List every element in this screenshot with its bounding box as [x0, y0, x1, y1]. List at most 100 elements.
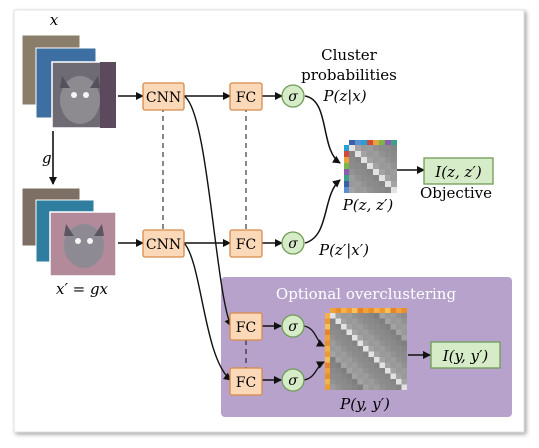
joint-matrix-z-cell	[385, 145, 391, 151]
joint-matrix-y-cell	[363, 362, 369, 368]
joint-matrix-y-cell	[330, 357, 336, 363]
joint-matrix-z-cell	[379, 187, 385, 193]
joint-matrix-y-top-strip-cell	[368, 308, 374, 313]
joint-matrix-y-cell	[379, 340, 385, 346]
label-p-z-x: P(z|x)	[322, 87, 366, 105]
joint-matrix-y-cell	[346, 324, 352, 330]
joint-matrix-y-cell	[390, 340, 396, 346]
joint-matrix-y-cell	[346, 335, 352, 341]
joint-matrix-y-cell	[346, 384, 352, 390]
joint-matrix-y-cell	[401, 384, 407, 390]
joint-matrix-y-left-strip-cell	[325, 368, 330, 374]
joint-matrix-y-cell	[352, 318, 358, 324]
joint-matrix-y-cell	[335, 373, 341, 379]
joint-matrix-y-cell	[335, 368, 341, 374]
cnn-block-bottom: CNN	[142, 229, 185, 258]
joint-matrix-y-left-strip-cell	[325, 357, 330, 363]
joint-matrix-z-cell	[361, 169, 367, 175]
joint-matrix-z-cell	[355, 175, 361, 181]
joint-matrix-y-cell	[363, 313, 369, 319]
joint-matrix-y-cell	[341, 384, 347, 390]
joint-matrix-y-top-strip-cell	[385, 308, 391, 313]
joint-matrix-y-cell	[368, 313, 374, 319]
joint-matrix-y-cell	[335, 351, 341, 357]
joint-matrix-y-cell	[330, 329, 336, 335]
joint-matrix-z-cell	[367, 163, 373, 169]
joint-matrix-z-left-strip-cell	[344, 175, 349, 181]
joint-matrix-y-cell	[385, 362, 391, 368]
arrow-cnn-bottom-to-overcluster-fc	[183, 242, 232, 381]
joint-matrix-y-cell	[385, 346, 391, 352]
joint-matrix-y-cell	[357, 340, 363, 346]
joint-matrix-y-cell	[368, 379, 374, 385]
joint-matrix-y-cell	[396, 324, 402, 330]
joint-matrix-y-cell	[357, 324, 363, 330]
joint-matrix-y-cell	[363, 373, 369, 379]
joint-matrix-y-cell	[335, 329, 341, 335]
joint-matrix-z-cell	[349, 169, 355, 175]
joint-matrix-z-cell	[349, 163, 355, 169]
arrow-osigma-bottom-to-matrix	[303, 361, 325, 381]
joint-matrix-z-cell	[385, 175, 391, 181]
joint-matrix-z-cell	[349, 151, 355, 157]
joint-matrix-z-top-strip-cell	[379, 140, 385, 145]
label-p-zp-xp: P(z′|x′)	[318, 241, 369, 259]
joint-matrix-z-cell	[361, 187, 367, 193]
joint-matrix-z-cell	[349, 157, 355, 163]
joint-matrix-y-cell	[368, 340, 374, 346]
svg-text:σ: σ	[288, 373, 298, 389]
joint-matrix-y-cell	[368, 368, 374, 374]
joint-matrix-y-cell	[346, 351, 352, 357]
svg-text:FC: FC	[236, 375, 256, 391]
joint-matrix-y-left-strip-cell	[325, 362, 330, 368]
joint-matrix-y-cell	[401, 362, 407, 368]
joint-matrix-y-cell	[352, 368, 358, 374]
sigma-bottom: σ	[281, 231, 305, 255]
joint-matrix-y-cell	[335, 357, 341, 363]
joint-matrix-y-top-strip-cell	[396, 308, 402, 313]
joint-matrix-y-cell	[390, 357, 396, 363]
joint-matrix-y-cell	[401, 351, 407, 357]
joint-matrix-y-top-strip-cell	[363, 308, 369, 313]
joint-matrix-y-cell	[330, 351, 336, 357]
joint-matrix-y-cell	[385, 318, 391, 324]
joint-matrix-y-cell	[390, 335, 396, 341]
joint-matrix-y-cell	[379, 373, 385, 379]
joint-matrix-y-cell	[374, 324, 380, 330]
joint-matrix-y-cell	[368, 329, 374, 335]
joint-matrix-y-cell	[346, 346, 352, 352]
joint-matrix-z-cell	[385, 157, 391, 163]
joint-matrix-y-cell	[330, 379, 336, 385]
joint-matrix-y-cell	[357, 362, 363, 368]
joint-matrix-y-cell	[396, 318, 402, 324]
joint-matrix-z-cell	[349, 145, 355, 151]
joint-matrix-z-cell	[373, 163, 379, 169]
joint-matrix-y-cell	[346, 368, 352, 374]
joint-matrix-z-top-strip-cell	[385, 140, 391, 145]
joint-matrix-y-cell	[341, 313, 347, 319]
joint-matrix-y-cell	[335, 313, 341, 319]
joint-matrix-z-top-strip-cell	[373, 140, 379, 145]
joint-matrix-z-cell	[349, 175, 355, 181]
joint-matrix-y-cell	[352, 379, 358, 385]
joint-matrix-z-cell	[391, 181, 397, 187]
joint-matrix-y-cell	[363, 346, 369, 352]
joint-matrix-y-cell	[357, 313, 363, 319]
joint-matrix-y-cell	[352, 373, 358, 379]
joint-matrix-y-cell	[335, 384, 341, 390]
joint-matrix-y-top-strip-cell	[352, 308, 358, 313]
label-g: g	[42, 149, 52, 167]
joint-matrix-y-cell	[341, 318, 347, 324]
joint-matrix-z-left-strip-cell	[344, 181, 349, 187]
joint-matrix-y-cell	[379, 368, 385, 374]
joint-matrix-y-cell	[396, 362, 402, 368]
joint-matrix-z-cell	[367, 187, 373, 193]
joint-matrix-z-cell	[355, 157, 361, 163]
joint-matrix-y-cell	[346, 318, 352, 324]
svg-text:FC: FC	[236, 320, 256, 336]
joint-matrix-z-left-strip-cell	[344, 157, 349, 163]
joint-matrix-y-cell	[363, 318, 369, 324]
joint-matrix-y-cell	[379, 335, 385, 341]
joint-matrix-y-cell	[346, 379, 352, 385]
joint-matrix-z-cell	[361, 181, 367, 187]
